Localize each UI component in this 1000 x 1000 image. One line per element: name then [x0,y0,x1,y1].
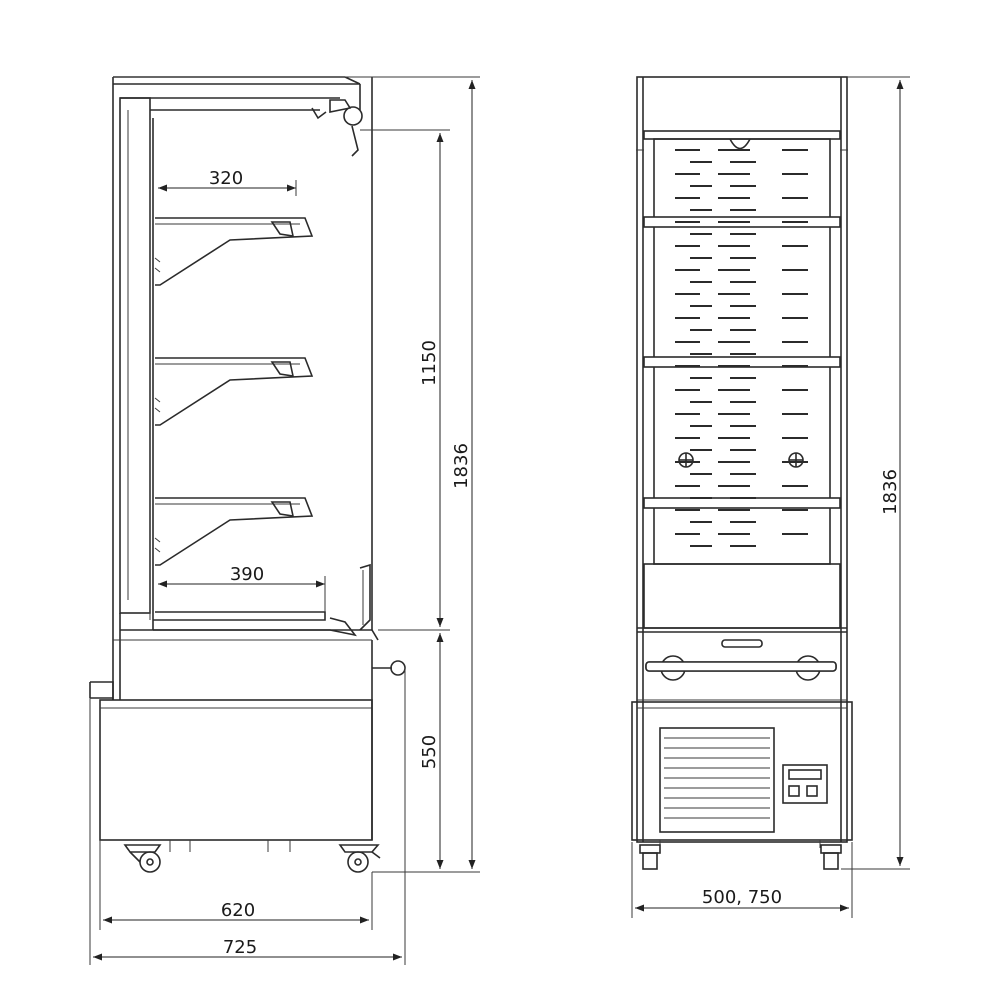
dim-label-1150: 1150 [419,340,440,386]
front-view: 1836 500, 750 [631,76,910,918]
dim-label-1836-side: 1836 [451,443,472,489]
compressor-cabinet [631,701,853,870]
front-dimensions [631,76,910,918]
caster-front-icon [338,844,381,873]
shelf-top [154,217,314,286]
front-shelf-3 [643,497,841,509]
side-view: 320 390 1150 550 1836 620 725 [89,76,480,965]
side-dimensions [89,76,480,965]
caster-rear-icon [123,844,162,873]
dim-label-725: 725 [223,937,257,958]
dim-label-620: 620 [221,900,255,921]
caster-front-left-icon [639,844,661,870]
dim-label-550: 550 [419,735,440,769]
shelf-middle [154,357,314,426]
dim-label-320: 320 [209,168,243,189]
panel-screw-right-icon [788,452,804,468]
ventilation-grille [659,727,775,833]
perforated-panel [675,149,808,547]
control-panel-icon [782,764,828,804]
side-cabinet [89,639,406,873]
dim-label-390: 390 [230,564,264,585]
caster-front-right-icon [820,844,842,870]
panel-screw-left-icon [678,452,694,468]
dim-label-500-750: 500, 750 [702,887,782,908]
shelf-lower [154,497,314,566]
dim-label-1836-front: 1836 [880,469,901,515]
base-deck [119,563,379,700]
